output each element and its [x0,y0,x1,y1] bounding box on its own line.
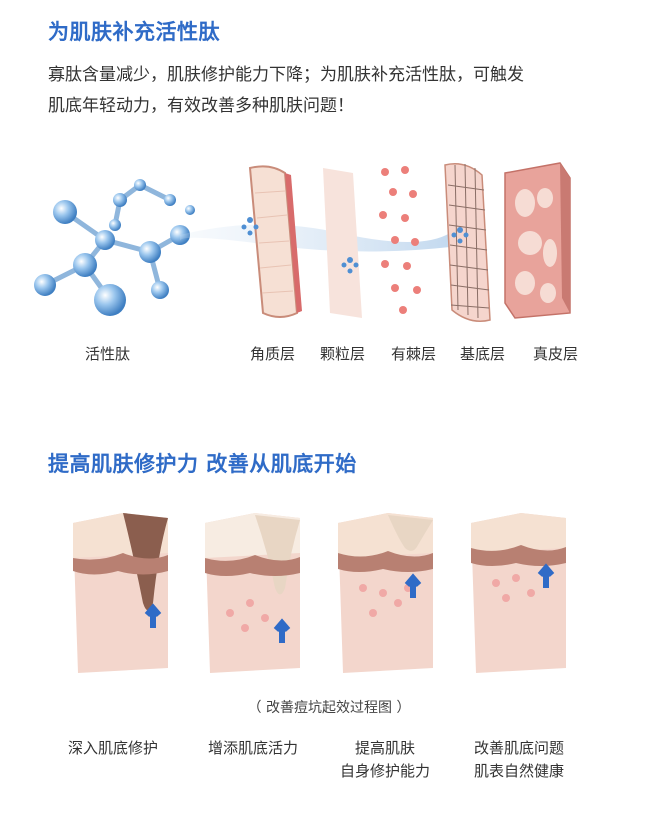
section-title-repair: 提高肌肤修护力 改善从肌底开始 [48,452,357,476]
description-line-1: 寡肽含量减少，肌肤修护能力下降；为肌肤补充活性肽，可触发 [48,65,524,85]
step-3-line-2: 自身修护能力 [340,762,431,780]
skin-layer-stratum-corneum [248,165,302,318]
step-1: 深入肌底修护 [68,737,158,760]
step-4-line-2: 肌表自然健康 [474,762,565,780]
label-dermis: 真皮层 [533,345,579,363]
peptide-particle-icons [241,217,469,274]
description-line-2: 肌底年轻动力，有效改善多种肌肤问题！ [48,96,354,116]
step-4: 改善肌底问题 肌表自然健康 [474,737,564,783]
section-title-peptide: 为肌肤补充活性肽 [48,20,220,44]
skin-block-stage-4 [471,513,566,673]
skin-block-stage-2 [205,513,300,673]
label-stratum-granulosum: 颗粒层 [320,345,366,363]
skin-block-stage-1 [73,513,168,673]
skin-layer-dermis [504,162,571,319]
step-2-line-1: 增添肌底活力 [208,739,299,757]
section-description: 寡肽含量减少，肌肤修护能力下降；为肌肤补充活性肽，可触发 肌底年轻动力，有效改善… [48,60,618,122]
label-active-peptide: 活性肽 [85,345,131,363]
step-4-line-1: 改善肌底问题 [474,739,565,757]
step-2: 增添肌底活力 [208,737,298,760]
figure-caption: （ 改善痘坑起效过程图 ） [247,700,411,716]
peptide-molecule-illustration [34,179,195,316]
label-stratum-basale: 基底层 [460,345,506,363]
skin-layer-stratum-basale [444,163,491,322]
skin-block-stage-3 [338,513,433,673]
skin-layer-stratum-spinosum [379,166,421,314]
step-3: 提高肌肤 自身修护能力 [340,737,430,783]
skin-layer-stratum-granulosum [323,168,362,318]
label-stratum-spinosum: 有棘层 [391,345,437,363]
step-3-line-1: 提高肌肤 [355,739,416,757]
step-1-line-1: 深入肌底修护 [68,739,159,757]
label-stratum-corneum: 角质层 [250,345,296,363]
